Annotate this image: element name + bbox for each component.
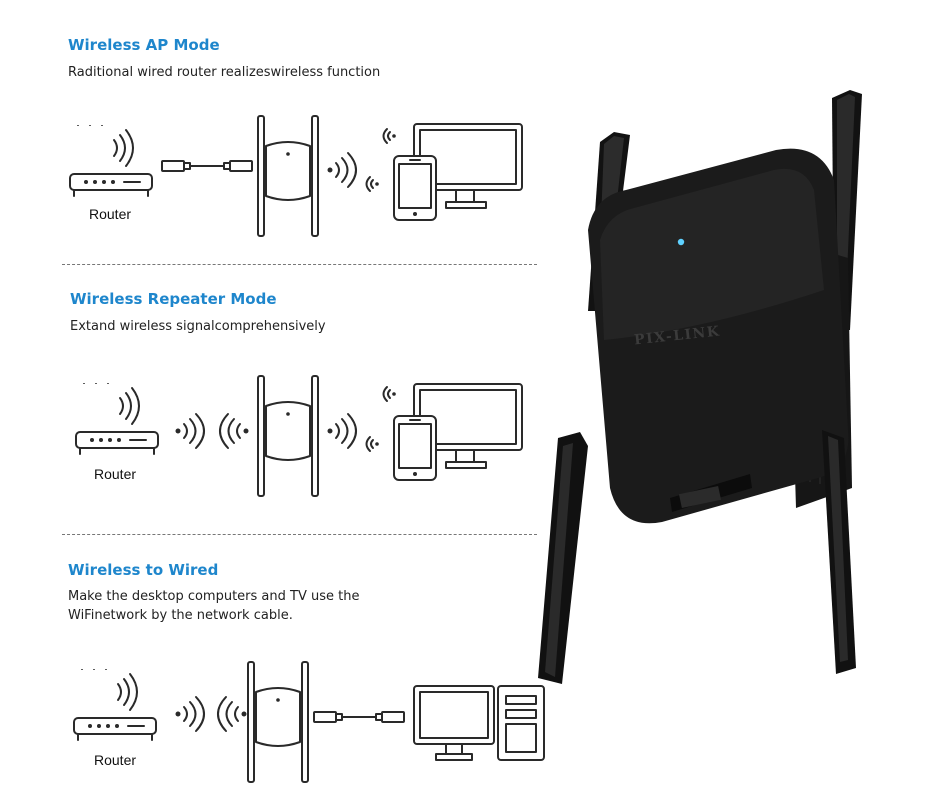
router-icon	[75, 383, 159, 455]
section-divider	[62, 264, 537, 265]
subtitle-line-2: WiFinetwork by the network cable.	[68, 608, 293, 623]
section-divider	[62, 534, 537, 535]
router-label: Router	[94, 466, 137, 482]
pix-link-repeater-device	[538, 90, 862, 684]
repeater-icon	[247, 661, 309, 783]
wifi-signal-icon	[326, 152, 357, 188]
small-wifi-icon	[365, 436, 380, 452]
wifi-signal-icon	[326, 413, 357, 449]
repeater-icon	[257, 375, 319, 497]
section-subtitle-ap-mode: Raditional wired router realizeswireless…	[68, 65, 381, 80]
section-title-ap-mode: Wireless AP Mode	[68, 36, 220, 54]
desktop-computer-icon	[413, 685, 545, 761]
router-icon	[69, 125, 153, 197]
small-wifi-icon	[382, 386, 397, 402]
repeater-icon	[257, 115, 319, 237]
small-wifi-icon	[382, 128, 397, 144]
wifi-receive-icon	[219, 413, 250, 449]
subtitle-line-1: Make the desktop computers and TV use th…	[68, 589, 360, 604]
ethernet-cable-icon	[313, 711, 405, 723]
ethernet-cable-icon	[161, 160, 253, 172]
section-subtitle-repeater-mode: Extand wireless signalcomprehensively	[70, 319, 326, 334]
router-icon	[73, 669, 157, 741]
section-title-wireless-to-wired: Wireless to Wired	[68, 561, 219, 579]
router-label: Router	[94, 752, 137, 768]
small-wifi-icon	[365, 176, 380, 192]
wifi-signal-icon	[174, 696, 205, 732]
phone-monitor-icon	[393, 123, 523, 221]
phone-monitor-icon	[393, 383, 523, 481]
wifi-signal-icon	[174, 413, 205, 449]
wifi-receive-icon	[217, 696, 248, 732]
section-subtitle-wireless-to-wired: Make the desktop computers and TV use th…	[68, 587, 359, 625]
section-title-repeater-mode: Wireless Repeater Mode	[70, 290, 277, 308]
router-label: Router	[89, 206, 132, 222]
